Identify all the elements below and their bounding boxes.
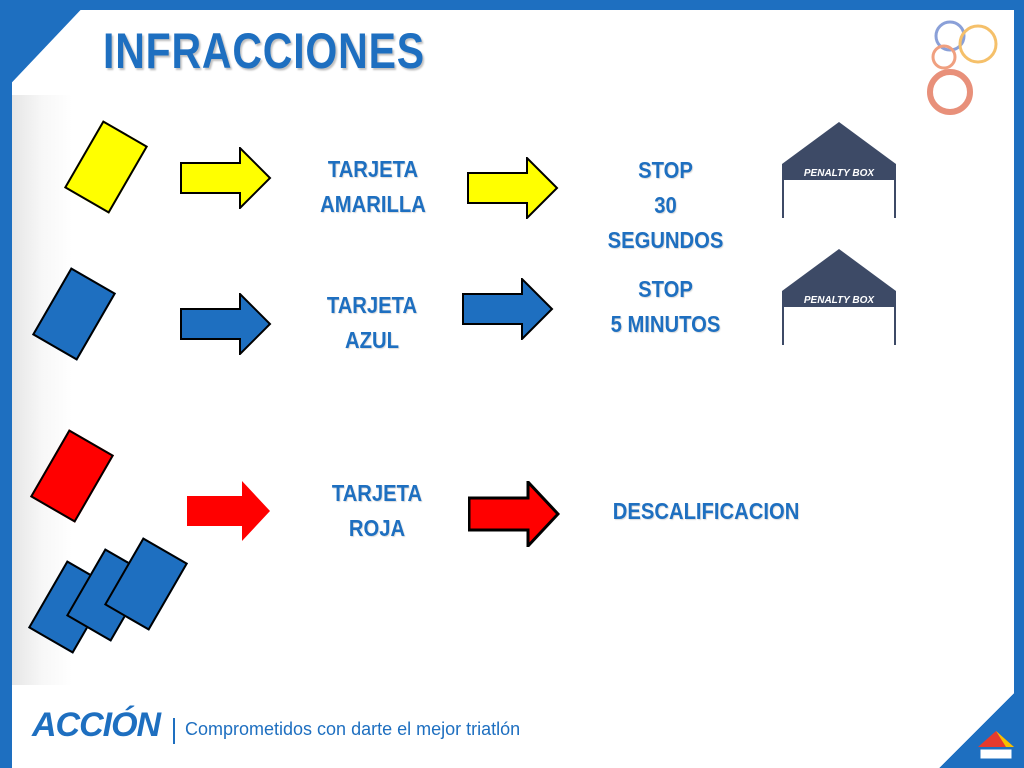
yellow-card-penalty: STOP 30 SEGUNDOS <box>607 157 724 253</box>
blue-card-label: TARJETA AZUL <box>326 292 418 353</box>
frame-left-border <box>0 0 12 768</box>
title-band <box>90 10 1014 95</box>
red-card-label: TARJETA ROJA <box>331 480 423 541</box>
red-card-penalty: DESCALIFICACION <box>612 498 800 524</box>
penalty-box-tent-icon: PENALTY BOX <box>782 249 896 345</box>
yellow-card-label: TARJETA AMARILLA <box>320 156 426 217</box>
footer-tagline: Comprometidos con darte el mejor triatló… <box>185 719 521 739</box>
arrow-right-icon <box>180 293 272 355</box>
corner-decoration-top-left <box>0 0 90 95</box>
frame-top-border <box>0 0 1024 10</box>
triathlon-mini-logo <box>978 731 1014 760</box>
svg-text:PENALTY BOX: PENALTY BOX <box>804 168 876 179</box>
footer-bar <box>12 685 932 768</box>
triathlon-rings-logo <box>927 20 998 115</box>
blue-card-penalty: STOP 5 MINUTOS <box>610 276 721 337</box>
arrow-right-icon <box>187 481 270 541</box>
accion-logo: ACCIÓN <box>32 706 161 744</box>
arrow-right-icon <box>462 278 554 340</box>
svg-text:PENALTY BOX: PENALTY BOX <box>804 295 876 306</box>
footer-separator <box>173 718 175 744</box>
penalty-box-tent-icon: PENALTY BOX <box>782 122 896 218</box>
arrow-right-icon <box>180 147 272 209</box>
arrow-right-icon <box>468 481 560 547</box>
slide-title: INFRACCIONES <box>103 23 425 79</box>
frame-right-border <box>1014 0 1024 768</box>
arrow-right-icon <box>467 157 559 219</box>
